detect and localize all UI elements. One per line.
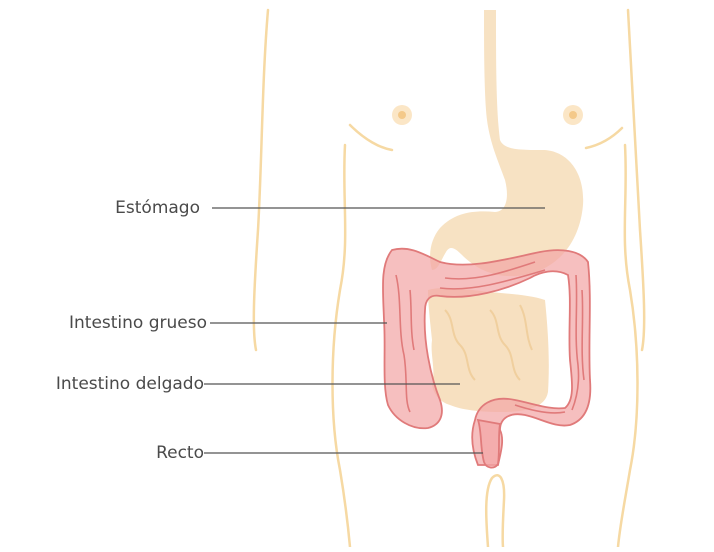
right-nipple-center	[569, 111, 577, 119]
label-large-intestine: Intestino grueso	[69, 313, 207, 333]
label-stomach: Estómago	[115, 198, 200, 218]
right-chest-line	[586, 128, 622, 148]
label-small-intestine: Intestino delgado	[56, 374, 204, 394]
right-torso-side	[618, 145, 638, 547]
left-leg-inner	[486, 475, 504, 547]
left-nipple-center	[398, 111, 406, 119]
left-chest-line	[350, 125, 392, 150]
label-rectum: Recto	[156, 443, 204, 463]
small-intestine	[428, 288, 549, 412]
left-arm-outer	[254, 10, 268, 350]
esophagus-stomach	[430, 10, 583, 276]
left-torso-side	[333, 145, 351, 547]
